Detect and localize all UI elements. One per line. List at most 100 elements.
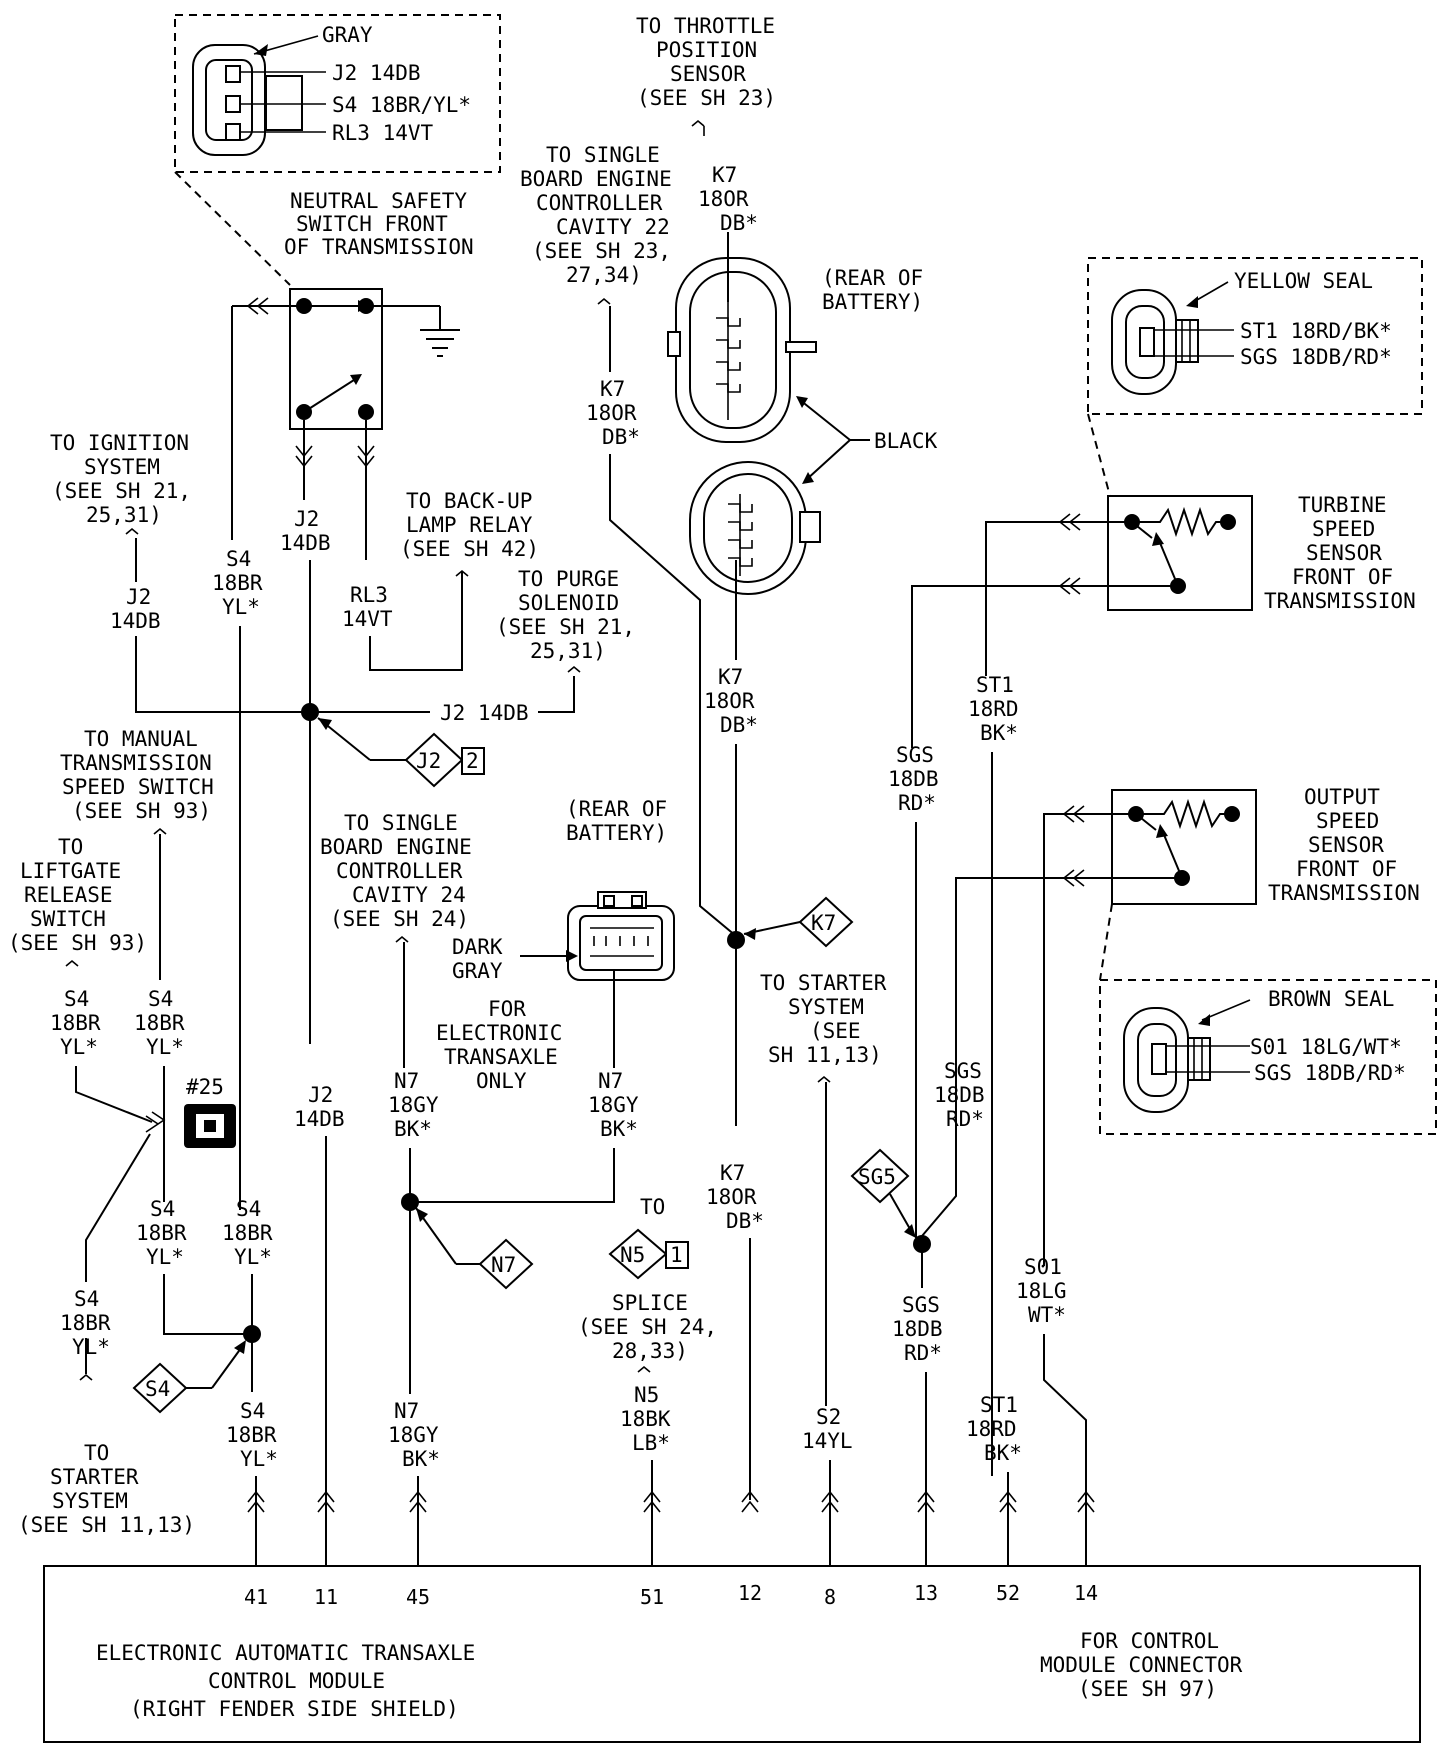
connector-icon bbox=[667, 257, 817, 443]
svg-text:SWITCH FRONT: SWITCH FRONT bbox=[296, 212, 448, 236]
svg-text:J2: J2 bbox=[294, 507, 319, 531]
sgs-low-label: SGS 18DB RD* bbox=[892, 1293, 943, 1365]
svg-text:LIFTGATE: LIFTGATE bbox=[20, 859, 121, 883]
pin-13: 13 bbox=[914, 1581, 938, 1605]
j2-splice-callout: J2 2 bbox=[317, 717, 485, 788]
splice-node-icon bbox=[727, 931, 745, 949]
module-title-2: CONTROL MODULE bbox=[208, 1669, 385, 1693]
svg-text:TRANSMISSION: TRANSMISSION bbox=[60, 751, 212, 775]
pin-11: 11 bbox=[314, 1585, 338, 1609]
svg-text:N7: N7 bbox=[598, 1069, 623, 1093]
svg-text:18BR: 18BR bbox=[136, 1221, 187, 1245]
svg-text:FRONT OF: FRONT OF bbox=[1292, 565, 1393, 589]
svg-text:BLACK: BLACK bbox=[874, 429, 938, 453]
svg-text:SGS: SGS bbox=[902, 1293, 940, 1317]
svg-text:(SEE SH 24,: (SEE SH 24, bbox=[578, 1315, 717, 1339]
splice-node-icon bbox=[301, 703, 319, 721]
tss-yellow-connector-inset: YELLOW SEAL ST1 18RD/BK* SGS 18DB/RD* bbox=[1087, 257, 1423, 497]
rear-battery-top-label: (REAR OF BATTERY) bbox=[822, 266, 923, 314]
svg-text:SH 11,13): SH 11,13) bbox=[768, 1043, 882, 1067]
tss-pin2-label: SGS 18DB/RD* bbox=[1240, 345, 1392, 369]
svg-text:TRANSMISSION: TRANSMISSION bbox=[1268, 881, 1420, 905]
svg-text:(SEE SH 42): (SEE SH 42) bbox=[400, 537, 539, 561]
s01-label: S01 18LG WT* bbox=[1016, 1255, 1067, 1327]
svg-text:(SEE: (SEE bbox=[810, 1019, 861, 1043]
svg-text:14YL: 14YL bbox=[802, 1429, 853, 1453]
svg-text:LB*: LB* bbox=[632, 1431, 670, 1455]
nss-pin2-label: S4 18BR/YL* bbox=[332, 93, 471, 117]
n7-splice-callout: N7 bbox=[415, 1207, 534, 1290]
k7-left-label: K7 18OR DB* bbox=[586, 377, 640, 449]
svg-text:ELECTRONIC: ELECTRONIC bbox=[436, 1021, 562, 1045]
svg-text:TO IGNITION: TO IGNITION bbox=[50, 431, 189, 455]
starter-left-reference: TO STARTER SYSTEM (SEE SH 11,13) bbox=[18, 1441, 195, 1537]
svg-text:OUTPUT: OUTPUT bbox=[1304, 785, 1380, 809]
svg-text:BOARD ENGINE: BOARD ENGINE bbox=[520, 167, 672, 191]
svg-text:18OR: 18OR bbox=[706, 1185, 757, 1209]
svg-text:S4: S4 bbox=[148, 987, 173, 1011]
svg-text:18BR: 18BR bbox=[226, 1423, 277, 1447]
liftgate-reference: TO LIFTGATE RELEASE SWITCH (SEE SH 93) bbox=[8, 835, 147, 967]
svg-text:1: 1 bbox=[670, 1243, 683, 1267]
purge-reference: TO PURGE SOLENOID (SEE SH 21, 25,31) bbox=[496, 567, 635, 673]
svg-text:25,31): 25,31) bbox=[530, 639, 606, 663]
svg-text:18GY: 18GY bbox=[588, 1093, 639, 1117]
svg-text:SPEED: SPEED bbox=[1312, 517, 1375, 541]
connector-25: #25 bbox=[145, 1075, 236, 1148]
s4-left-label: S4 18BR YL* bbox=[50, 987, 101, 1059]
svg-text:(SEE SH 93): (SEE SH 93) bbox=[72, 799, 211, 823]
svg-text:SOLENOID: SOLENOID bbox=[518, 591, 619, 615]
svg-text:14DB: 14DB bbox=[294, 1107, 345, 1131]
k7-mid-label: K7 18OR DB* bbox=[704, 665, 758, 737]
brown-seal-label: BROWN SEAL bbox=[1268, 987, 1394, 1011]
ignition-reference: TO IGNITION SYSTEM (SEE SH 21, 25,31) bbox=[50, 431, 191, 535]
svg-text:(SEE SH 93): (SEE SH 93) bbox=[8, 931, 147, 955]
svg-text:SGS: SGS bbox=[944, 1059, 982, 1083]
pin-51: 51 bbox=[640, 1585, 664, 1609]
svg-text:K7: K7 bbox=[712, 163, 737, 187]
svg-text:(REAR OF: (REAR OF bbox=[822, 266, 923, 290]
sgs-mid-label: SGS 18DB RD* bbox=[934, 1059, 985, 1131]
k7-splice-callout: K7 bbox=[743, 896, 854, 948]
svg-text:18RD: 18RD bbox=[968, 697, 1019, 721]
svg-text:N7: N7 bbox=[394, 1069, 419, 1093]
svg-text:S4: S4 bbox=[74, 1287, 99, 1311]
svg-text:FOR: FOR bbox=[488, 997, 526, 1021]
svg-text:YL*: YL* bbox=[146, 1245, 184, 1269]
svg-text:K7: K7 bbox=[720, 1161, 745, 1185]
starter-mid-reference: TO STARTER SYSTEM (SEE SH 11,13) bbox=[760, 971, 887, 1083]
nss-gray-connector-inset: GRAY J2 14DB S4 18BR/YL* RL3 14VT bbox=[174, 14, 501, 286]
j2-h-label: J2 14DB bbox=[440, 701, 529, 725]
svg-text:N5: N5 bbox=[620, 1243, 645, 1267]
turbine-sensor-label: TURBINE SPEED SENSOR FRONT OF TRANSMISSI… bbox=[1264, 493, 1416, 613]
svg-text:CONTROLLER: CONTROLLER bbox=[336, 859, 463, 883]
connector-icon bbox=[192, 44, 303, 156]
svg-text:14DB: 14DB bbox=[110, 609, 161, 633]
throttle-reference: TO THROTTLE POSITION SENSOR (SEE SH 23) bbox=[636, 14, 776, 136]
svg-text:(REAR OF: (REAR OF bbox=[566, 797, 667, 821]
splice-node-icon bbox=[913, 1235, 931, 1253]
svg-text:TO SINGLE: TO SINGLE bbox=[546, 143, 660, 167]
svg-text:18OR: 18OR bbox=[698, 187, 749, 211]
svg-text:SPEED: SPEED bbox=[1316, 809, 1379, 833]
svg-text:TO: TO bbox=[640, 1195, 665, 1219]
svg-text:TO BACK-UP: TO BACK-UP bbox=[406, 489, 532, 513]
svg-text:S4: S4 bbox=[145, 1377, 170, 1401]
svg-text:CAVITY 22: CAVITY 22 bbox=[556, 215, 670, 239]
s4-upper-label: S4 18BR YL* bbox=[212, 547, 263, 619]
rl3-label: RL3 14VT bbox=[342, 583, 393, 631]
svg-text:SGS: SGS bbox=[896, 743, 934, 767]
svg-text:RELEASE: RELEASE bbox=[24, 883, 113, 907]
connector-icon bbox=[1123, 1007, 1211, 1113]
control-module: 41 11 45 51 12 8 13 52 14 ELECTRONIC AUT… bbox=[43, 1565, 1421, 1743]
svg-text:DB*: DB* bbox=[602, 425, 640, 449]
svg-text:BK*: BK* bbox=[980, 721, 1018, 745]
svg-text:(SEE SH 23,: (SEE SH 23, bbox=[532, 239, 671, 263]
svg-text:YL*: YL* bbox=[60, 1035, 98, 1059]
svg-text:18BR: 18BR bbox=[212, 571, 263, 595]
svg-text:DB*: DB* bbox=[720, 713, 758, 737]
st1-upper-label: ST1 18RD BK* bbox=[968, 673, 1019, 745]
svg-text:YL*: YL* bbox=[240, 1447, 278, 1471]
svg-text:TO PURGE: TO PURGE bbox=[518, 567, 619, 591]
svg-text:18LG: 18LG bbox=[1016, 1279, 1067, 1303]
